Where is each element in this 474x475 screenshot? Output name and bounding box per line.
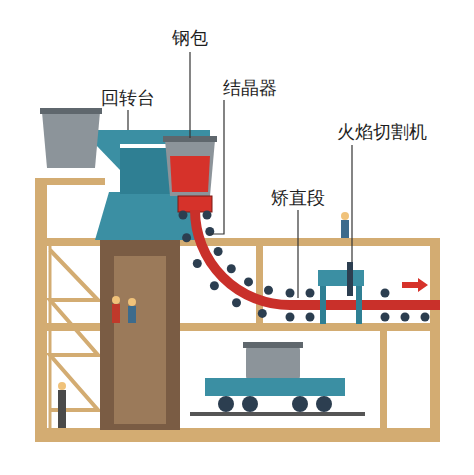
part-label: 矫直段 [269,188,327,208]
steel-frame [35,178,440,442]
roller [182,233,191,242]
stair-flight [50,250,98,410]
molten-steel [170,156,210,192]
worker-body [341,220,349,238]
roller [227,264,236,273]
part-label: 钢包 [170,28,210,48]
lower-column [380,331,387,429]
roller [421,313,430,322]
roller [401,313,410,322]
part-label: 火焰切割机 [335,122,429,142]
worker-body [128,306,136,323]
part-label: 回转台 [99,88,157,108]
pillar-inner [114,256,166,424]
flame-cutter [318,262,364,324]
top-beam [35,178,105,185]
car-wheel [218,396,234,412]
roller [205,227,214,236]
worker-head [58,382,66,390]
middle-platform [35,323,440,331]
car-ladle-rim [243,342,303,348]
left-column [35,178,47,430]
arm-brace [95,144,120,170]
roller [193,259,202,268]
worker-head [128,298,136,306]
cutter-leg [356,286,362,324]
roller [286,289,295,298]
roller [210,281,219,290]
cutting-torch [347,262,353,296]
rail [190,412,365,416]
roller [232,298,241,307]
part-label: 结晶器 [221,78,279,98]
roller [244,277,253,286]
right-column [430,238,440,430]
leader-line [351,145,352,262]
cutter-carriage [318,270,364,286]
worker-body [58,390,66,428]
leader-line [210,100,224,234]
turret-pillar [100,238,180,430]
car-body [205,378,345,396]
leader-lines [128,52,352,298]
steel-strand [195,210,440,305]
mould [178,196,212,212]
leader-line [189,52,190,138]
roller [306,313,315,322]
car-wheel [242,396,258,412]
stairs [50,240,98,428]
worker-head [341,212,349,220]
worker-body [112,304,120,323]
car-wheel [292,396,308,412]
cutter-leg [320,286,326,324]
car-wheel [316,396,332,412]
ladle-car [190,342,365,416]
ladle-rim [40,108,102,114]
left-ladle [40,108,102,168]
roller [306,289,315,298]
roller [179,211,188,220]
ground-floor [35,428,440,442]
ladle-shell [42,112,100,168]
roller [286,313,295,322]
car-ladle [246,346,300,380]
right-ladle [163,136,217,196]
guide-rollers [179,211,430,322]
workers [58,212,349,428]
roller [264,286,273,295]
roller [381,289,390,298]
roller [381,313,390,322]
roller [258,309,267,318]
worker-head [112,296,120,304]
leader-line [127,110,128,130]
stair-rail [49,240,52,428]
roller [214,247,223,256]
direction-arrow [402,278,428,292]
leader-line [297,210,298,298]
ladle-shell [165,140,215,196]
roller [203,211,212,220]
